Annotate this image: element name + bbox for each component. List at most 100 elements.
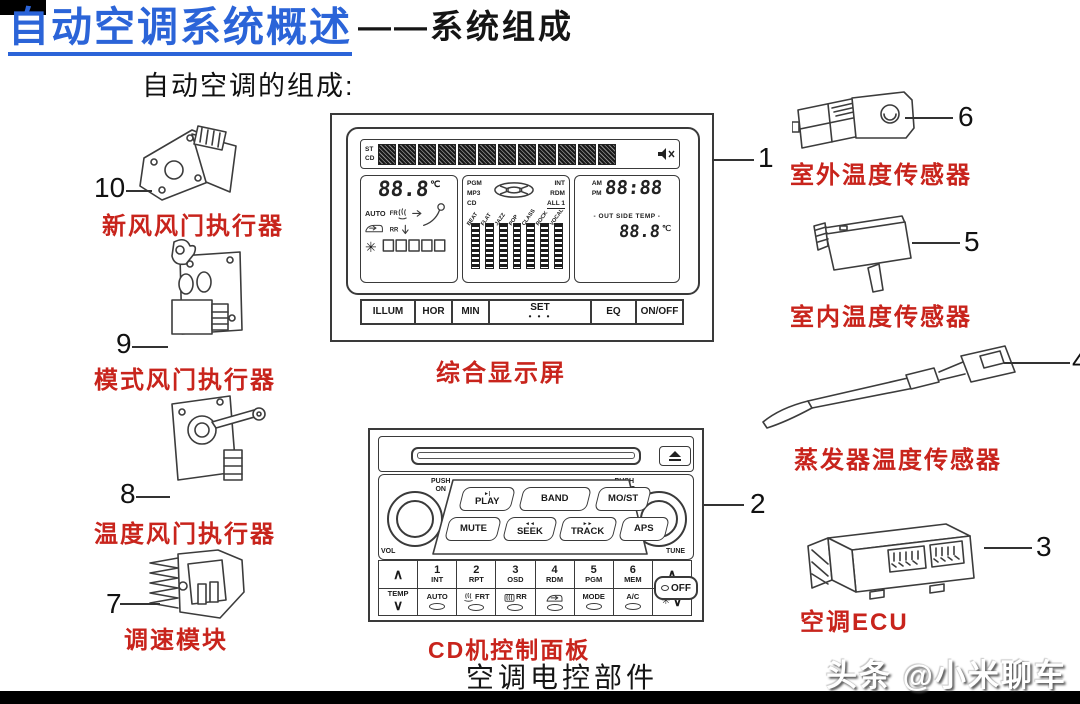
callout-line-8 (136, 496, 170, 498)
indoor-sensor-drawing (813, 215, 912, 293)
component-label: 模式风门执行器 (94, 367, 276, 394)
callout-number: 5 (964, 226, 980, 257)
clock-digits: 88:88 (604, 177, 664, 200)
callout-number: 4 (1072, 345, 1080, 376)
recirculation-button[interactable] (534, 588, 574, 615)
aps-button[interactable]: APS (618, 517, 670, 541)
pgm-label: PGM (467, 180, 482, 187)
audio-mode-labels: PGM MP3 CD (467, 179, 482, 209)
seek-button[interactable]: ◄◄SEEK (502, 517, 558, 541)
off-button[interactable]: OFF (654, 576, 698, 600)
temp-up-button[interactable]: ∧ (379, 561, 417, 588)
fan-speed-bars (382, 239, 446, 252)
display-unit: ST CD 88.8 ℃ AUTO FR (330, 113, 714, 342)
equalizer-bars: BEAT FLAT JAZZ POP CLASS ROCK VOCAL (466, 208, 565, 270)
callout-line-3 (984, 547, 1032, 549)
eject-button[interactable] (659, 446, 691, 466)
mute-button[interactable]: MUTE (444, 517, 502, 541)
lcd-audio-zone: PGM MP3 CD INT RDM ALL 1 BEAT (462, 175, 570, 283)
callout-number: 7 (106, 588, 122, 619)
callout-number: 3 (1036, 531, 1052, 562)
callout-line-6 (905, 117, 953, 119)
mode-button[interactable]: MODE (573, 588, 613, 615)
illum-button[interactable]: ILLUM (362, 301, 416, 323)
callout-line-10 (126, 190, 152, 192)
ac-button[interactable]: A/C (612, 588, 652, 615)
fan-up-button[interactable]: ∧ (651, 561, 691, 588)
min-button[interactable]: MIN (453, 301, 490, 323)
display-caption: 综合显示屏 (436, 360, 566, 387)
callout-number: 10 (94, 172, 126, 203)
component-label: 室内温度传感器 (790, 304, 972, 331)
vent-flow-icon (423, 203, 445, 226)
fan-icon: ✳ (365, 240, 377, 255)
chevron-down-icon: ∨ (392, 597, 404, 614)
temp-down-button[interactable]: TEMP ∨ (387, 589, 409, 614)
lcd-zones: 88.8 ℃ AUTO FR RR ✳ (360, 175, 680, 283)
pm-label: PM (591, 189, 602, 197)
mo-st-button[interactable]: MO/ST (594, 487, 652, 511)
callout-number-display: 1 (758, 142, 774, 173)
component-label: 室外温度传感器 (790, 162, 972, 189)
cd-slot-bar (378, 436, 694, 472)
callout-line-2 (704, 504, 744, 506)
callout-line-7 (120, 603, 160, 605)
bottom-bar (0, 691, 1080, 704)
auto-button[interactable]: AUTO (417, 588, 456, 615)
lcd-cd-label: CD (365, 155, 375, 162)
outdoor-sensor-drawing (792, 91, 915, 149)
cd-slot (411, 447, 641, 465)
evaporator-sensor-drawing (762, 345, 1016, 429)
ac-ecu-drawing (807, 523, 975, 600)
climate-icon-cluster: AUTO FR RR ✳ (365, 203, 446, 255)
rdm-label: RDM (550, 189, 565, 197)
cd-panel-caption: CD机控制面板 (428, 637, 591, 663)
auto-indicator: AUTO (365, 209, 386, 218)
tune-label: TUNE (666, 548, 686, 555)
fan-down-button[interactable]: ✳ ∨ (651, 588, 691, 615)
callout-number: 8 (120, 478, 136, 509)
recirculation-icon (365, 224, 383, 233)
all-label: ALL 1 (547, 199, 565, 210)
off-indicator (661, 585, 669, 591)
am-label: AM (591, 180, 602, 187)
windshield-defrost-icon (398, 208, 407, 220)
component-label: 温度风门执行器 (94, 521, 276, 548)
cabin-temp-digits: 88.8 (376, 177, 430, 201)
rear-defrost-button[interactable]: RR (495, 588, 534, 615)
chevron-up-icon: ∧ (392, 565, 404, 582)
play-button[interactable]: ►|PLAY (458, 487, 516, 511)
fresh-air-actuator-drawing (139, 125, 237, 201)
mode-actuator-drawing (171, 238, 243, 335)
lcd-status-labels: ST CD (365, 145, 374, 163)
band-button[interactable]: BAND (518, 487, 592, 511)
arrow-down-icon (402, 224, 409, 235)
lcd-screen: ST CD 88.8 ℃ AUTO FR (346, 127, 700, 295)
lcd-st-label: ST (365, 145, 374, 153)
set-dots: • • • (528, 312, 552, 322)
lcd-climate-zone: 88.8 ℃ AUTO FR RR ✳ (360, 175, 458, 283)
track-button[interactable]: ►►TRACK (558, 517, 618, 541)
rear-window-defrost-icon (504, 593, 515, 602)
rr-indicator: RR (390, 228, 399, 234)
onoff-button[interactable]: ON/OFF (640, 305, 679, 317)
watermark: 头条 @小米聊车 (826, 658, 1067, 693)
mp3-label: MP3 (467, 189, 481, 197)
temp-actuator-drawing (171, 395, 266, 481)
front-defrost-button[interactable]: FRT (456, 588, 495, 615)
hor-button[interactable]: HOR (416, 301, 453, 323)
set-button[interactable]: SET • • • (490, 301, 592, 323)
callout-line-4 (1004, 362, 1070, 364)
eq-button[interactable]: EQ (592, 301, 637, 323)
